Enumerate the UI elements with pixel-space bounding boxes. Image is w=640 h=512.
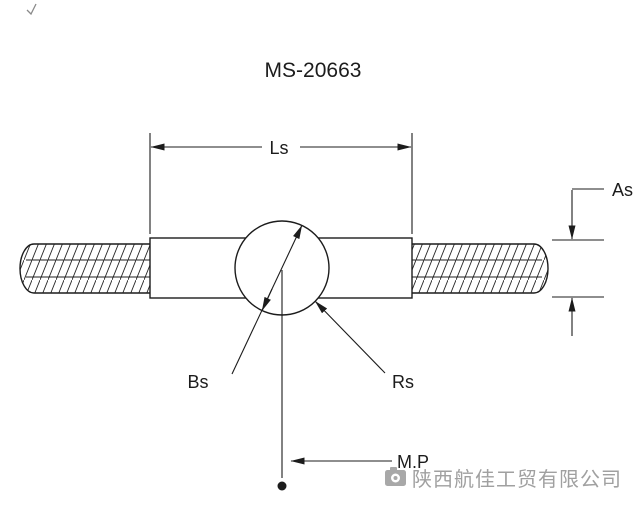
leader-bs: Bs [187, 224, 303, 392]
ls-label: Ls [269, 138, 288, 158]
cable-left [19, 243, 153, 294]
dimension-as: As [552, 180, 633, 336]
sleeve-right [316, 237, 413, 299]
diagram-title: MS-20663 [265, 59, 362, 82]
as-label: As [612, 180, 633, 200]
mp-label: M.P [397, 452, 429, 472]
watermark-text: 陕西航佳工贸有限公司 [412, 468, 622, 491]
dimension-ls: Ls [149, 133, 413, 234]
leader-rs: Rs [314, 300, 414, 392]
bs-label: Bs [187, 372, 208, 392]
midpoint-callout: M.P [277, 270, 429, 491]
rs-label: Rs [392, 372, 414, 392]
camera-icon [385, 467, 406, 486]
watermark: 陕西航佳工贸有限公司 [385, 467, 622, 491]
scan-artifact [26, 3, 37, 16]
midpoint-dot [277, 481, 287, 491]
sleeve-left [149, 237, 248, 299]
cable-right [409, 243, 549, 294]
